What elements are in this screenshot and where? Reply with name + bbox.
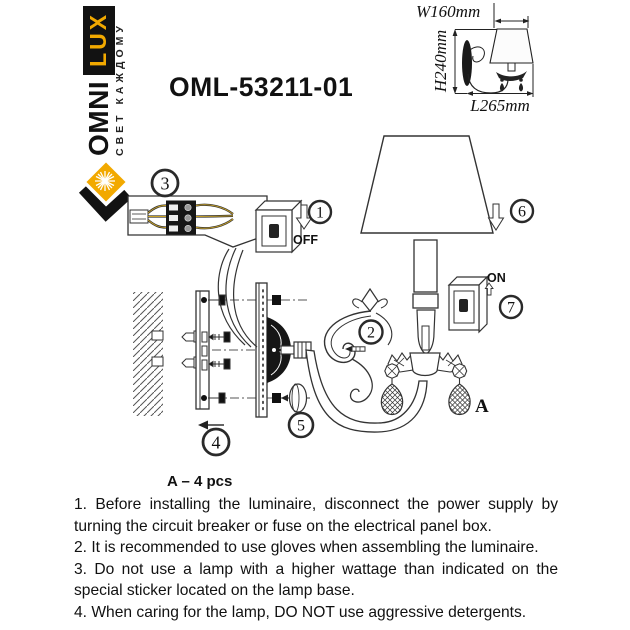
width-dim-label: W160mm [416,2,480,21]
svg-text:1: 1 [316,205,324,222]
supply-wires [217,247,258,348]
scroll-arm [305,287,428,433]
svg-text:5: 5 [297,418,305,435]
installation-instructions: 1. Before installing the luminaire, disc… [74,494,558,624]
instruction-step: 4. When caring for the lamp, DO NOT use … [74,603,527,621]
mounting-bracket [195,290,210,410]
instruction-step: 3. Do not use a lamp with a higher watta… [74,560,558,600]
terminal-block [166,200,196,235]
callout-6: 6 [509,198,535,224]
crystal-pendant-right [448,363,471,416]
dimension-arrowheads [452,18,534,96]
callout-3: 3 [150,168,180,198]
svg-text:7: 7 [507,300,515,317]
off-down-arrow-icon [295,204,313,230]
terminal-detail-box [127,195,268,248]
shade-down-arrow-icon [487,203,505,231]
threaded-pipe [280,345,295,355]
lampshade [360,135,494,234]
off-label: OFF [293,233,318,247]
callout-5: 5 [287,411,315,439]
assembly-diagram: A OFF ON 1 [127,135,535,457]
bobeche [387,352,463,377]
lamp-socket [416,309,436,355]
backplate-nut-top [272,295,281,305]
instruction-step: 2. It is recommended to use gloves when … [74,539,539,557]
terminal-wires [147,203,234,230]
brand-lux-badge: LUX [83,5,115,75]
dimension-lines [454,3,534,97]
logo-chevron [78,185,132,222]
callout-4: 4 [201,427,231,457]
dim-lamp-sketch [462,28,534,94]
off-switch [254,199,303,254]
medallion [267,317,291,383]
cable-jacket [129,209,149,224]
callout-2: 2 [358,319,384,345]
parts-note: A – 4 pcs [167,473,233,490]
model-number: OML-53211-01 [169,72,354,102]
mounting-screws [208,294,231,404]
arm-screw [345,346,366,352]
backplate [255,282,312,418]
on-up-arrow-icon [484,282,494,296]
finial-cap [281,383,310,413]
crystal-pendant-left [380,363,404,416]
backplate-nut-bottom [272,393,281,403]
brand-logo-mark-icon [78,157,132,222]
step4-arrow-icon [198,420,224,430]
svg-text:4: 4 [212,433,221,453]
instruction-step: 1. Before installing the luminaire, disc… [74,496,558,535]
part-a-label: A [475,396,489,417]
candle-sleeve [412,239,439,309]
callout-1: 1 [307,199,333,225]
svg-text:3: 3 [161,174,170,194]
on-switch [447,275,489,334]
scroll-ornament [323,287,393,403]
height-dim-label: H240mm [431,30,450,93]
dimension-drawing: W160mm H240mm L265mm [416,2,534,115]
length-dim-label: L265mm [469,96,530,115]
svg-text:2: 2 [367,325,375,342]
svg-text:6: 6 [518,204,526,221]
on-label: ON [487,271,506,285]
callout-7: 7 [498,294,524,320]
wall-section [133,292,164,416]
logo-starburst-icon [95,171,115,191]
